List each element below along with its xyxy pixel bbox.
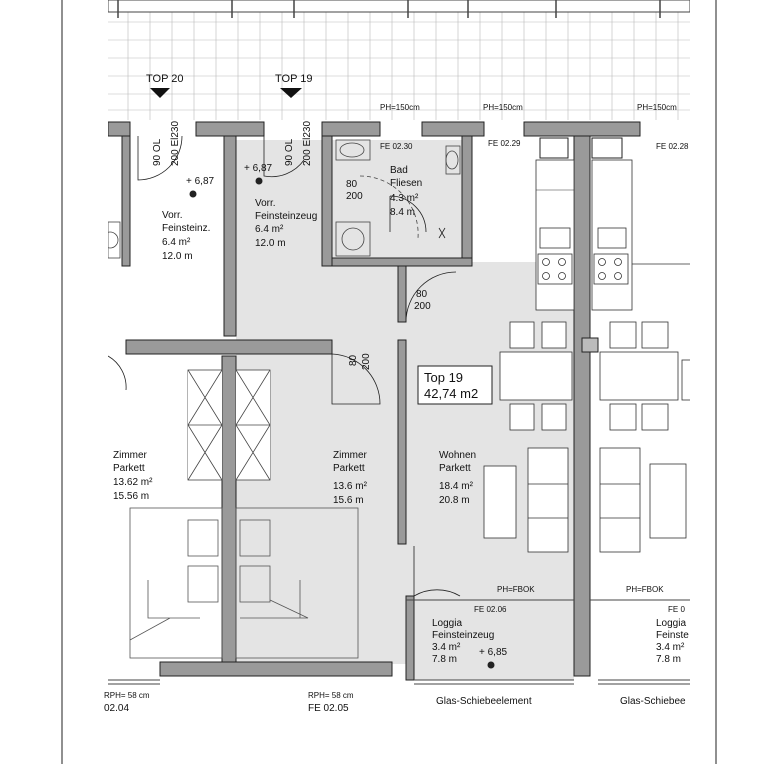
fe-06: FE 02.06: [474, 605, 507, 614]
loggia-right-perimeter: 7.8 m: [656, 654, 681, 665]
wardrobes: [187, 369, 271, 481]
zimmer-mid-perimeter: 15.6 m: [333, 495, 364, 506]
loggia-right-floor: Feinste: [656, 630, 689, 641]
vorr-mid-floor: Feinsteinzeug: [255, 211, 317, 222]
marker-top19: TOP 19: [275, 73, 313, 85]
loggia-mid-name: Loggia: [432, 618, 462, 629]
ph-label-1: PH=150cm: [380, 103, 420, 112]
zimmer-left-floor: Parkett: [113, 463, 145, 474]
bad-floor-type: Fliesen: [390, 178, 422, 189]
fe-28: FE 02.28: [656, 142, 689, 151]
unit-name: Top 19: [424, 370, 463, 385]
zimmer-door-a: 80: [348, 354, 359, 366]
loggia-mid-floor: Feinsteinzeug: [432, 630, 494, 641]
vorr-mid-floor: [236, 140, 332, 340]
rph-mid: RPH= 58 cm: [308, 691, 354, 700]
level-1: + 6,87: [186, 176, 215, 187]
vorr-left-name: Vorr.: [162, 210, 183, 221]
zimmer-mid-name: Zimmer: [333, 450, 368, 461]
vorr-mid-name: Vorr.: [255, 198, 276, 209]
dining-set: [499, 321, 690, 431]
zimmer-mid-area: 13.6 m²: [333, 481, 368, 492]
loggia-right-name: Loggia: [656, 618, 686, 629]
sofa: [483, 447, 687, 553]
zimmer-left-area: 13.62 m²: [113, 477, 153, 488]
tile-grid: [108, 10, 690, 120]
top20-marker-icon: [150, 88, 170, 98]
wohnen-area: 18.4 m²: [439, 481, 474, 492]
top19-marker-icon: [280, 88, 302, 98]
wohnen-name: Wohnen: [439, 450, 476, 461]
level-markers: [189, 177, 495, 669]
loggia-mid-perimeter: 7.8 m: [432, 654, 457, 665]
unit-area: 42,74 m2: [424, 386, 478, 401]
wohnen-floor: Parkett: [439, 463, 471, 474]
vorr-left-area: 6.4 m²: [162, 237, 191, 248]
door-code-left-b: 200 El230: [170, 121, 181, 166]
bath-fixtures: [335, 139, 461, 257]
glas-mid: Glas-Schiebeelement: [436, 696, 532, 707]
vorr-mid-area: 6.4 m²: [255, 224, 284, 235]
ph-label-2: PH=150cm: [483, 103, 523, 112]
fe-cut: FE 0: [668, 605, 685, 614]
fe-left: 02.04: [104, 703, 129, 714]
door-swings: [108, 135, 461, 597]
bad-door-a: 80: [346, 179, 358, 190]
kitchen-stove: [537, 253, 573, 285]
fe-bad: FE 02.30: [380, 142, 413, 151]
loggia-mid-area: 3.4 m²: [432, 642, 461, 653]
door-code-left-a: 90 OL: [152, 138, 163, 166]
bad-perimeter: 8.4 m: [390, 207, 415, 218]
rph-left: RPH= 58 cm: [104, 691, 150, 700]
fe-mid: FE 02.05: [308, 703, 349, 714]
ph-fbok-b: PH=FBOK: [626, 585, 664, 594]
top-railing: [108, 0, 690, 13]
vorr-door-b: 200: [414, 301, 431, 312]
door-code-mid-a: 90 OL: [284, 138, 295, 166]
fe-29: FE 02.29: [488, 139, 521, 148]
ph-fbok-a: PH=FBOK: [497, 585, 535, 594]
bad-name: Bad: [390, 165, 408, 176]
kitchen-counter: [535, 159, 575, 311]
kitchen-sink: [539, 227, 571, 249]
level-2: + 6,87: [244, 163, 273, 174]
vorr-left-floor: Feinsteinz.: [162, 223, 210, 234]
bad-area: 4.3 m²: [390, 193, 419, 204]
bad-door-b: 200: [346, 191, 363, 202]
vorr-door-a: 80: [416, 289, 428, 300]
walls: [108, 121, 641, 681]
glas-right: Glas-Schiebee: [620, 696, 686, 707]
beds: [129, 507, 359, 659]
level-3: + 6,85: [479, 647, 508, 658]
zimmer-door-b: 200: [361, 353, 372, 370]
unit-label-box: [417, 365, 493, 405]
zimmer-mid-floor: Parkett: [333, 463, 365, 474]
loggia-right-area: 3.4 m²: [656, 642, 685, 653]
ph-label-3: PH=150cm: [637, 103, 677, 112]
zimmer-left-name: Zimmer: [113, 450, 148, 461]
wohnen-perimeter: 20.8 m: [439, 495, 470, 506]
marker-top20: TOP 20: [146, 73, 184, 85]
door-code-mid-b: 200 El230: [302, 121, 313, 166]
vorr-mid-perimeter: 12.0 m: [255, 238, 286, 249]
vorr-left-perimeter: 12.0 m: [162, 251, 193, 262]
zimmer-left-perimeter: 15.56 m: [113, 491, 149, 502]
